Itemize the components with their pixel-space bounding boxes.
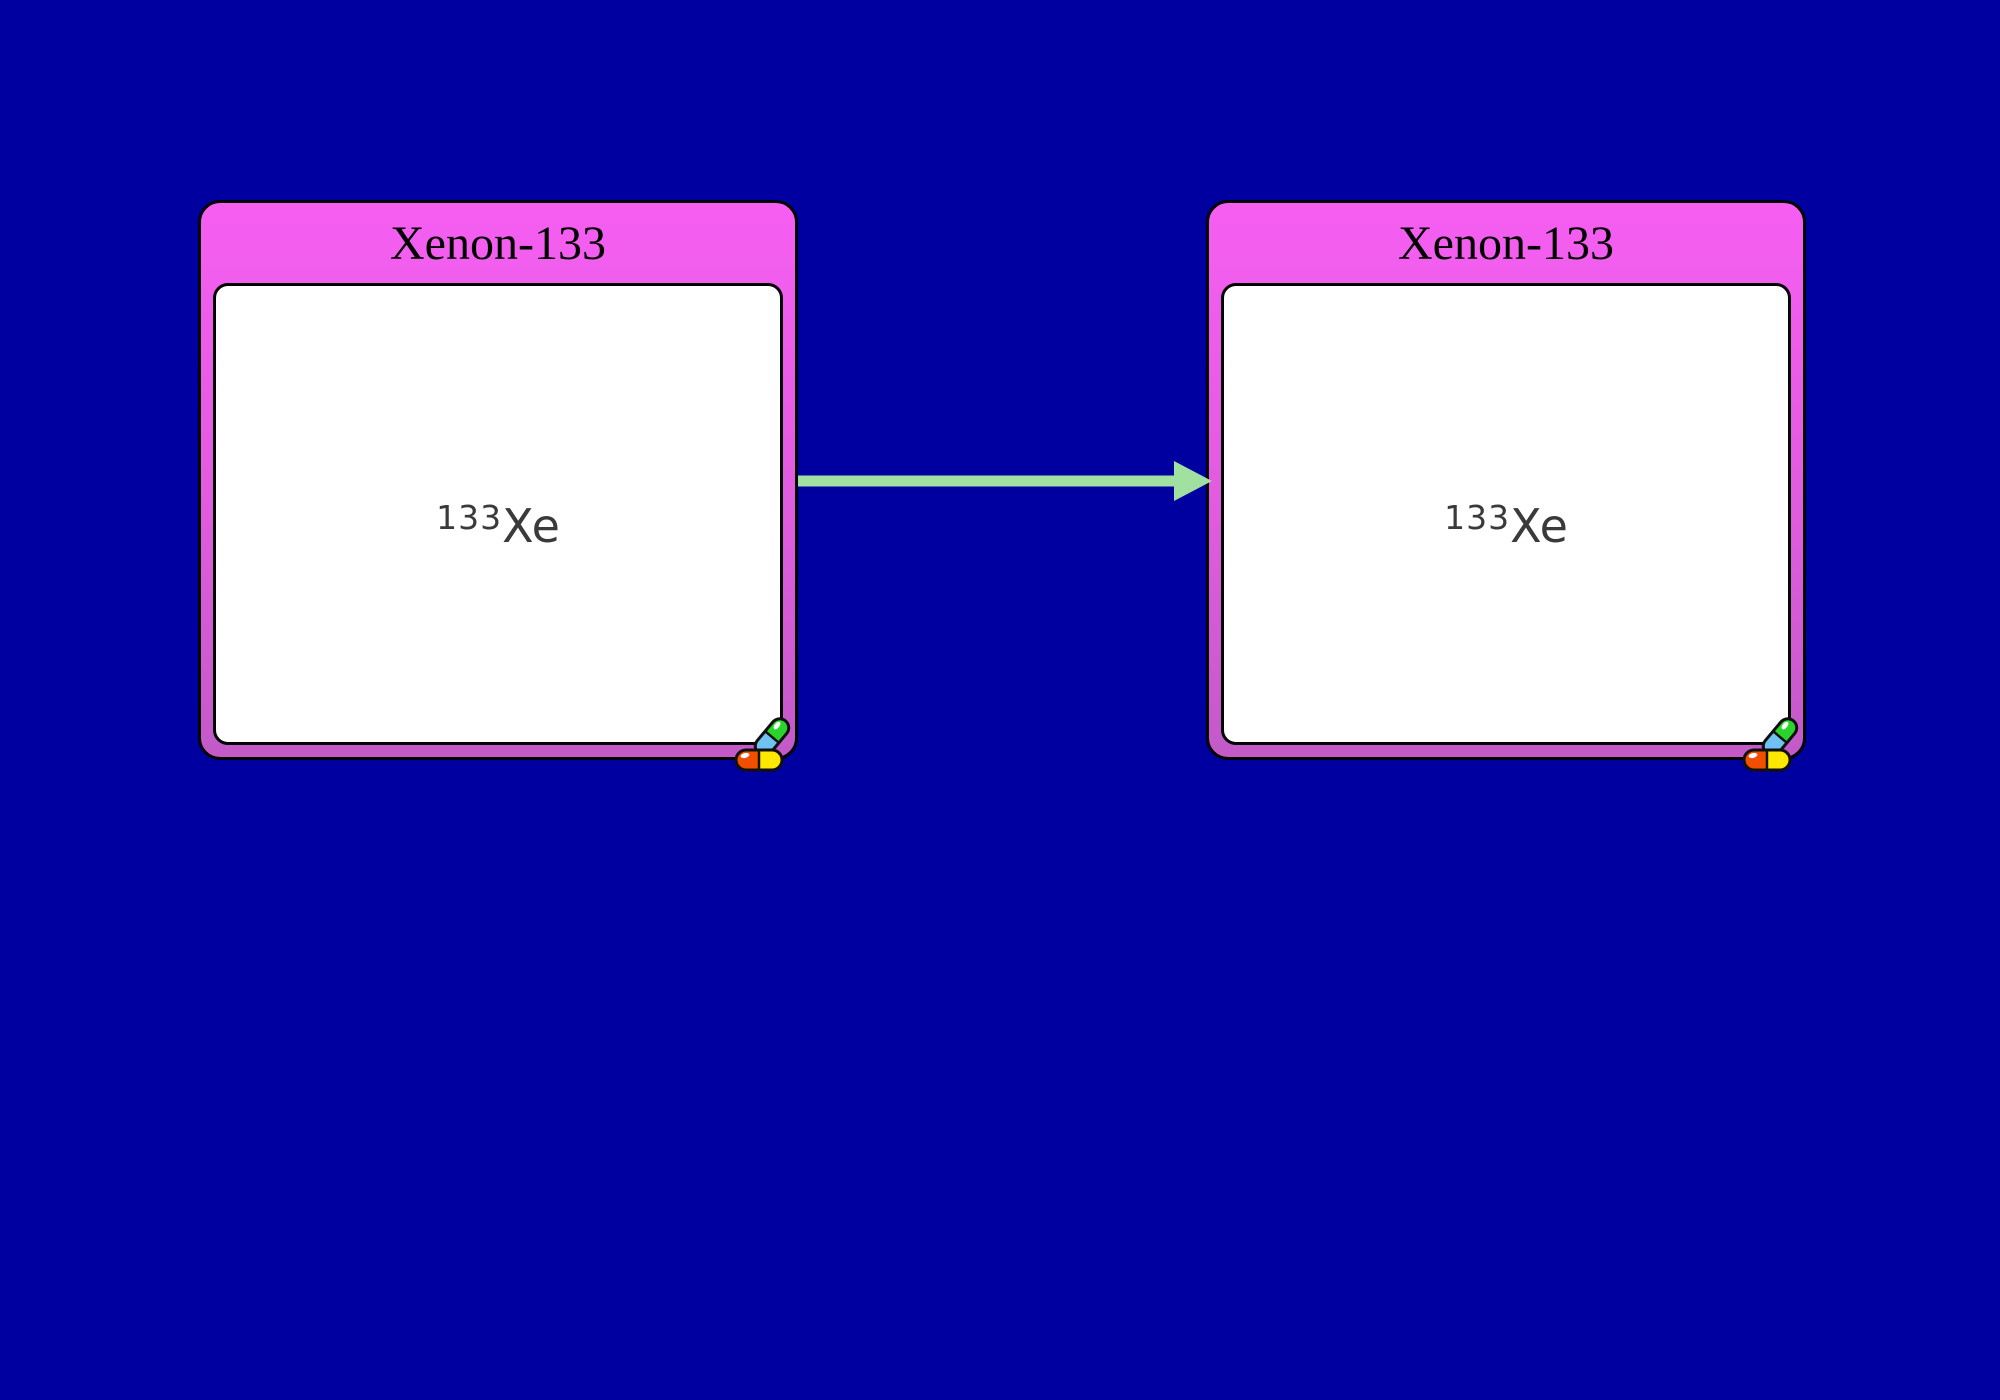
pills-icon (1742, 717, 1799, 772)
isotope-mass-number: 133 (436, 497, 503, 537)
card-body: 133Xe (1221, 283, 1791, 745)
card-title: Xenon-133 (390, 217, 606, 270)
isotope-symbol: Xe (1510, 498, 1568, 553)
card-body: 133Xe (213, 283, 783, 745)
nuclide-card-left[interactable]: Xenon-133 133Xe (198, 200, 798, 772)
isotope-symbol: Xe (502, 498, 560, 553)
isotope-label: 133Xe (1444, 498, 1568, 553)
isotope-label: 133Xe (436, 498, 560, 553)
pills-icon (734, 717, 791, 772)
nuclide-card-right[interactable]: Xenon-133 133Xe (1206, 200, 1806, 772)
card-title: Xenon-133 (1398, 217, 1614, 270)
isotope-mass-number: 133 (1444, 497, 1511, 537)
decay-arrow (798, 461, 1212, 501)
